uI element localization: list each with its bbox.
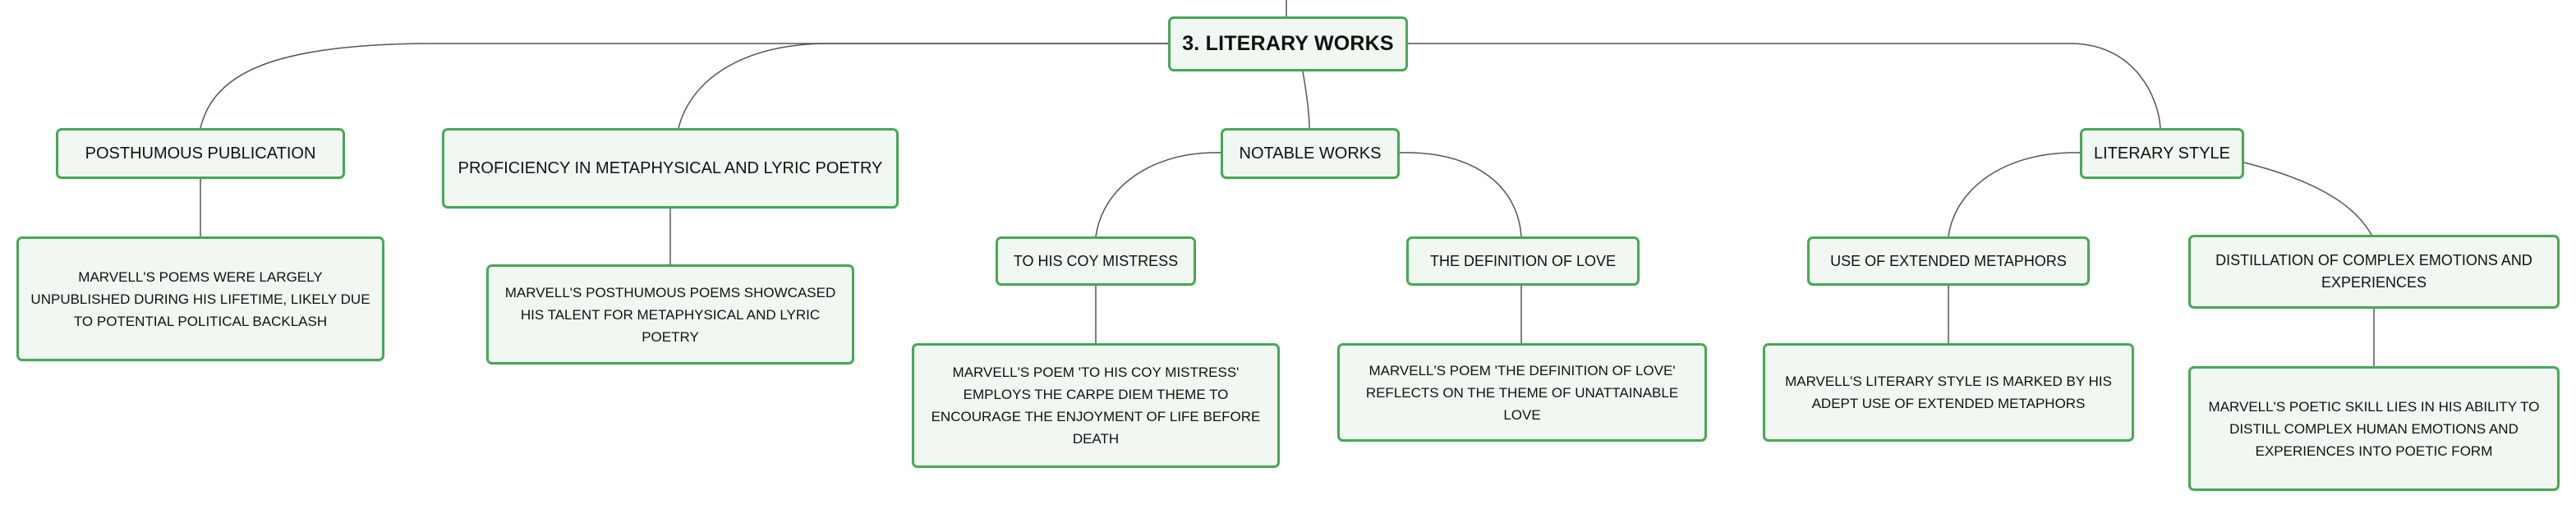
node-literary-style[interactable]: LITERARY STYLE <box>2080 128 2244 179</box>
connector-root-to-metaphysical-lyric-poetry <box>678 43 1168 129</box>
node-label: PROFICIENCY IN METAPHYSICAL AND LYRIC PO… <box>458 158 883 177</box>
node-distillation-of-complex-emotions[interactable]: DISTILLATION OF COMPLEX EMOTIONS AND EXP… <box>2188 235 2560 309</box>
root-node-literary-works[interactable]: 3. LITERARY WORKS <box>1168 16 1408 71</box>
node-label: POSTHUMOUS PUBLICATION <box>85 144 316 163</box>
node-the-definition-of-love[interactable]: THE DEFINITION OF LOVE <box>1406 236 1640 286</box>
connector-root-to-notable-works <box>1302 71 1310 129</box>
node-to-his-coy-mistress[interactable]: TO HIS COY MISTRESS <box>996 236 1196 286</box>
node-metaphysical-lyric-poetry[interactable]: PROFICIENCY IN METAPHYSICAL AND LYRIC PO… <box>442 128 899 209</box>
connector-notable-works-to-coy-mistress <box>1095 152 1221 237</box>
node-label: NOTABLE WORKS <box>1239 144 1382 163</box>
detail-text: MARVELL'S POETIC SKILL LIES IN HIS ABILI… <box>2208 398 2540 459</box>
detail-text: MARVELL'S POEM 'TO HIS COY MISTRESS' EMP… <box>931 365 1261 447</box>
node-label: TO HIS COY MISTRESS <box>1013 252 1179 269</box>
node-label: DISTILLATION OF COMPLEX EMOTIONS AND EXP… <box>2215 252 2532 291</box>
detail-metaphysical-lyric-poetry[interactable]: MARVELL'S POSTHUMOUS POEMS SHOWCASED HIS… <box>486 264 854 365</box>
detail-posthumous-publication[interactable]: MARVELL'S POEMS WERE LARGELY UNPUBLISHED… <box>16 236 384 361</box>
connector-literary-style-to-complex-emotions <box>2243 162 2373 237</box>
detail-the-definition-of-love[interactable]: MARVELL'S POEM 'THE DEFINITION OF LOVE' … <box>1337 343 1707 442</box>
node-label: THE DEFINITION OF LOVE <box>1429 252 1617 269</box>
node-notable-works[interactable]: NOTABLE WORKS <box>1221 128 1400 179</box>
detail-text: MARVELL'S POEM 'THE DEFINITION OF LOVE' … <box>1365 362 1679 423</box>
detail-use-of-extended-metaphors[interactable]: MARVELL'S LITERARY STYLE IS MARKED BY HI… <box>1763 343 2134 442</box>
detail-text: MARVELL'S POSTHUMOUS POEMS SHOWCASED HIS… <box>504 284 836 345</box>
connector-root-to-literary-style <box>1408 43 2161 129</box>
root-node-label: 3. LITERARY WORKS <box>1182 32 1394 55</box>
connector-notable-works-to-definition-of-love <box>1399 152 1522 237</box>
detail-text: MARVELL'S POEMS WERE LARGELY UNPUBLISHED… <box>30 268 370 329</box>
detail-distillation-of-complex-emotions[interactable]: MARVELL'S POETIC SKILL LIES IN HIS ABILI… <box>2188 366 2560 491</box>
node-posthumous-publication[interactable]: POSTHUMOUS PUBLICATION <box>56 128 345 179</box>
detail-to-his-coy-mistress[interactable]: MARVELL'S POEM 'TO HIS COY MISTRESS' EMP… <box>912 343 1280 468</box>
node-label: LITERARY STYLE <box>2094 144 2230 163</box>
detail-text: MARVELL'S LITERARY STYLE IS MARKED BY HI… <box>1785 374 2112 411</box>
node-use-of-extended-metaphors[interactable]: USE OF EXTENDED METAPHORS <box>1807 236 2090 286</box>
node-label: USE OF EXTENDED METAPHORS <box>1830 252 2067 269</box>
connector-literary-style-to-extended-metaphors <box>1948 152 2081 237</box>
connector-root-to-posthumous-publication <box>200 43 1168 129</box>
